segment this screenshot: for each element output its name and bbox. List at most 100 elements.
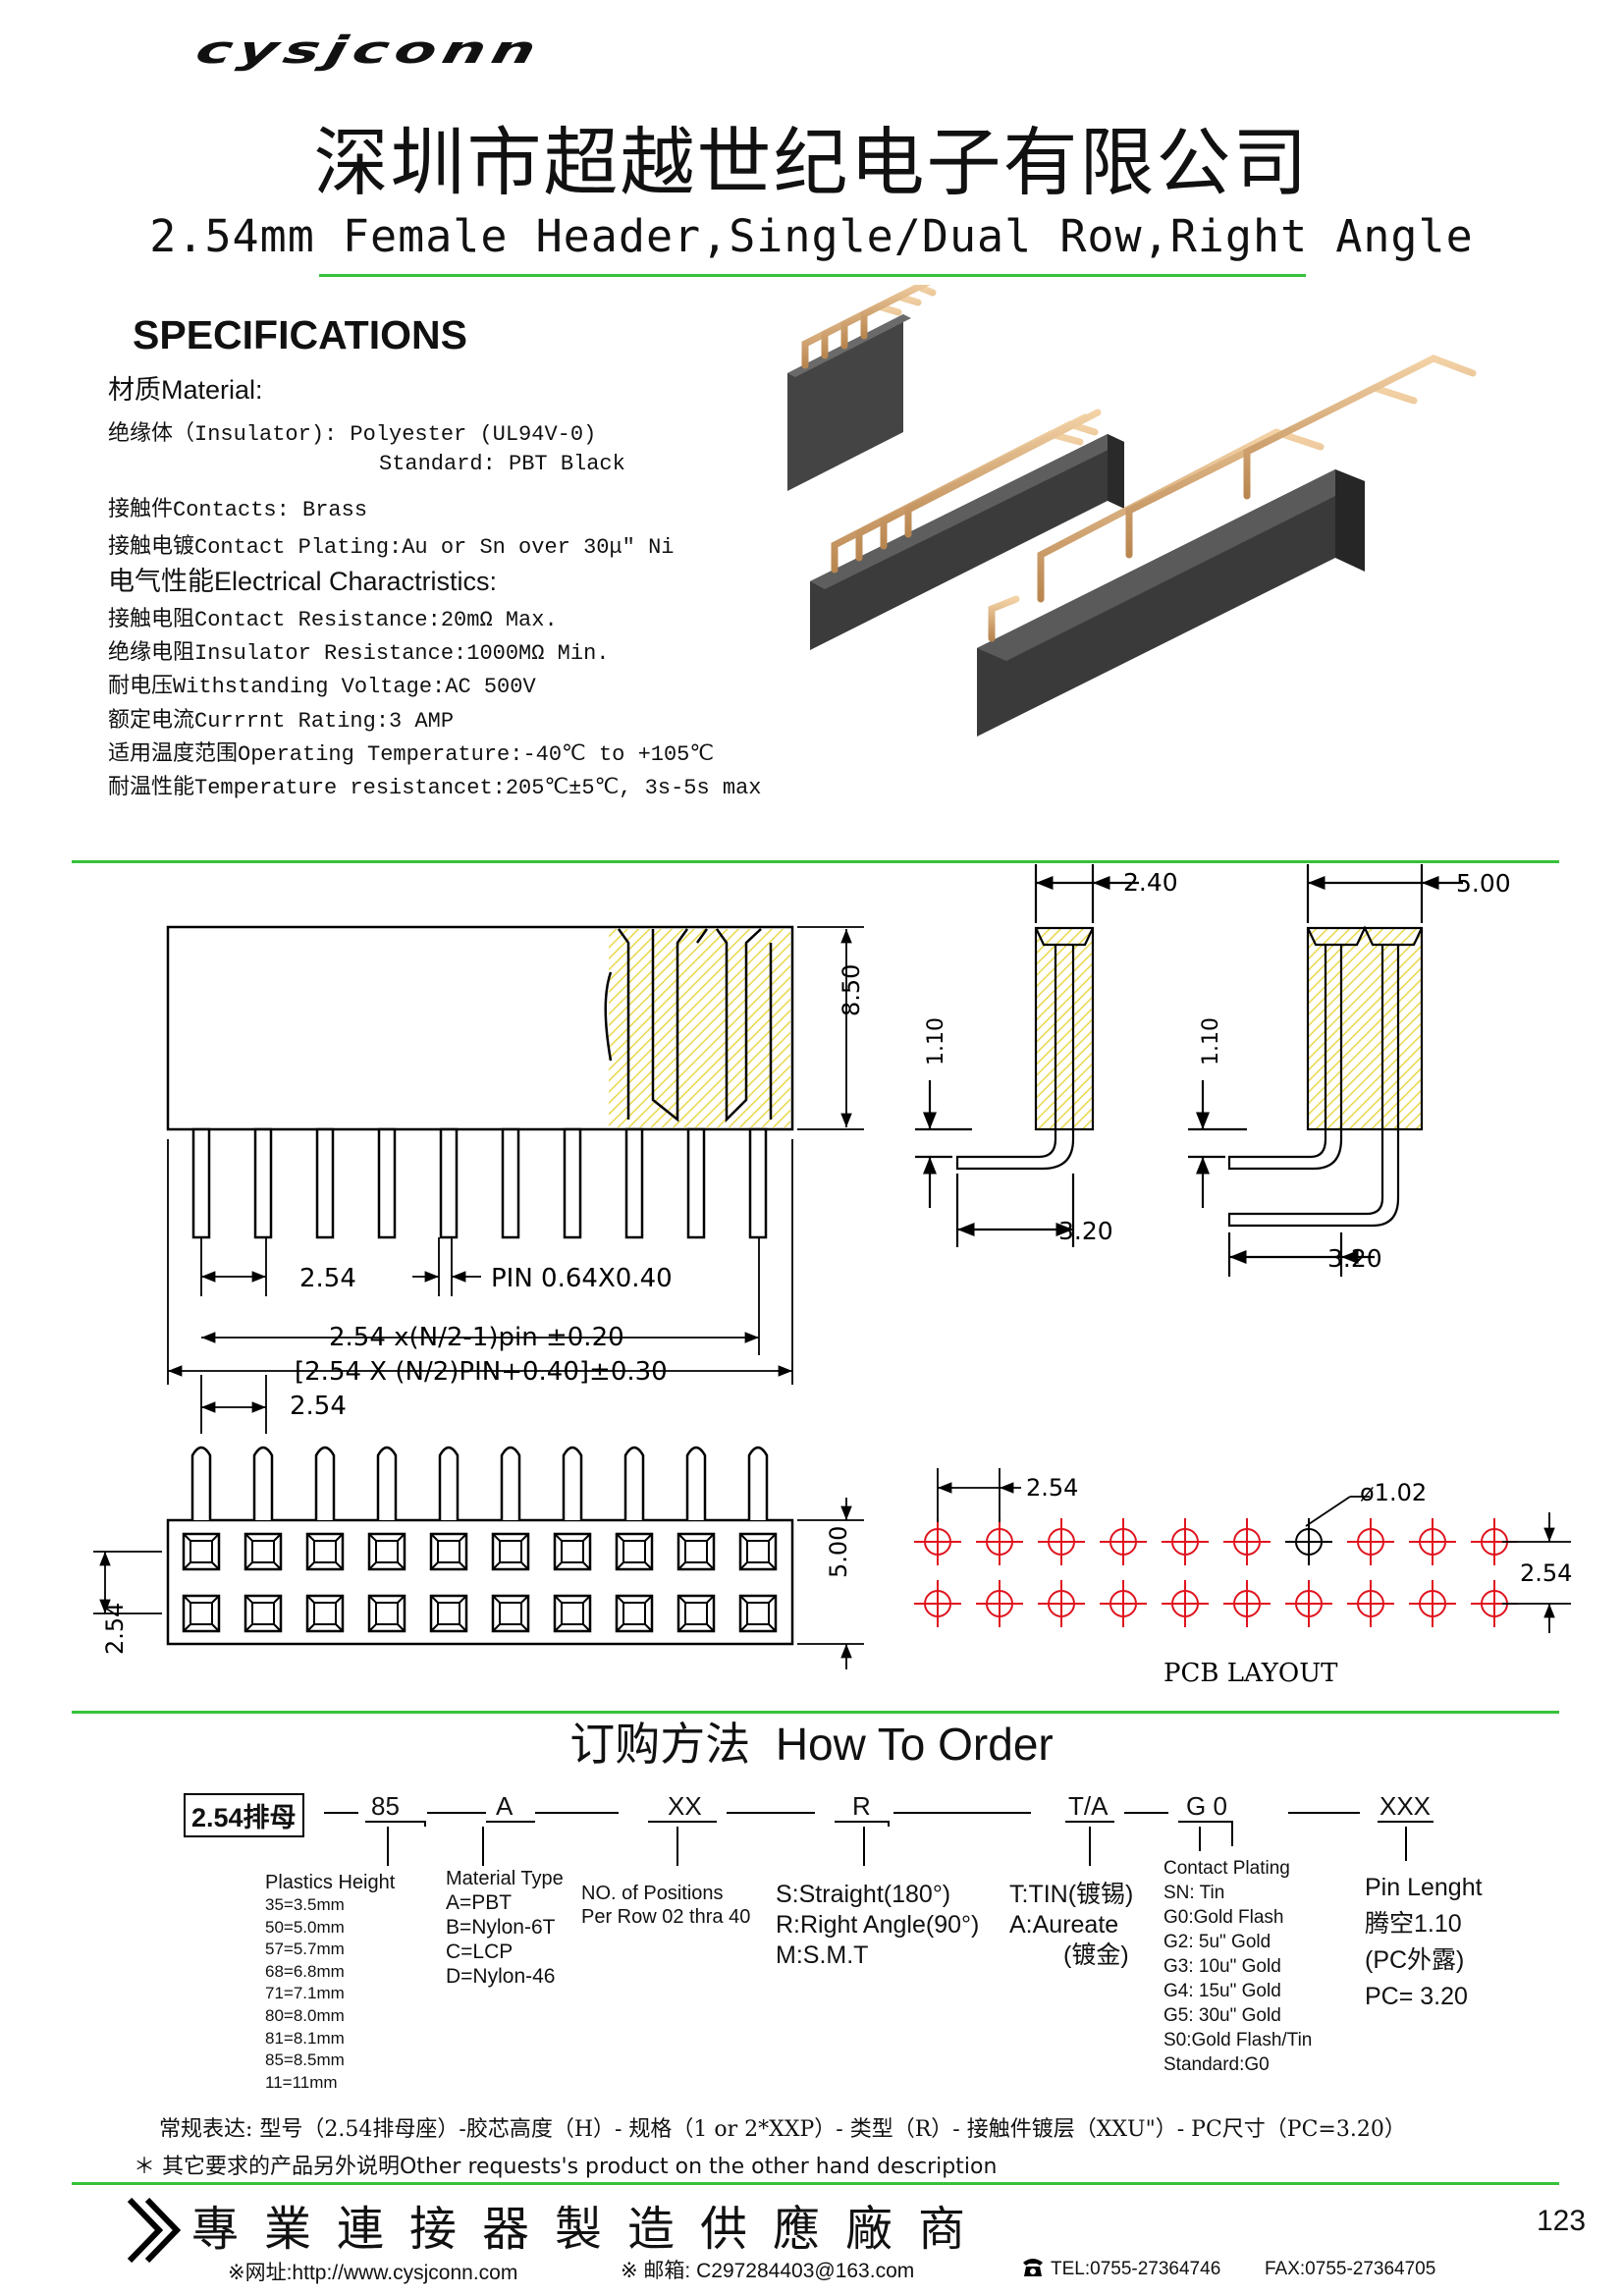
type-item: M:S.M.T [776, 1941, 869, 1969]
dim-top-pitch: 2.54 [290, 1392, 347, 1421]
plating-item: SN: Tin [1163, 1883, 1225, 1903]
socket-corner-lines [244, 1595, 282, 1632]
dim-pin: PIN 0.64X0.40 [491, 1264, 673, 1293]
footer-slogan: 專業連接器製造供應廠商 [191, 2202, 992, 2257]
pcb-crosshair [1409, 1580, 1456, 1627]
socket-inner [437, 1602, 460, 1625]
material-title: Material Type [446, 1868, 564, 1889]
tin-item: A:Aureate [1009, 1911, 1119, 1939]
pcb-crosshair [1223, 1518, 1271, 1565]
dim-offset-single: 1.10 [924, 1017, 948, 1066]
socket-inner [375, 1602, 399, 1625]
code-height: 85 [371, 1791, 400, 1821]
spec-insulator: 绝缘体（Insulator): Polyester (UL94V-0) [108, 422, 597, 447]
pin-length-options: Pin Lenght 腾空1.10 (PC外露) PC= 3.20 [1365, 1870, 1483, 2015]
pcb-crosshair [1409, 1518, 1456, 1565]
other-requests-note: ＊ 其它要求的产品另外说明Other requests's product on… [134, 2155, 998, 2179]
code-plating: G 0 [1186, 1791, 1227, 1821]
product-illustration [787, 285, 1477, 737]
spec-insulator-standard: Standard: PBT Black [379, 452, 625, 476]
socket-inner [684, 1602, 708, 1625]
top-pin [314, 1446, 336, 1520]
pcb-crosshair [914, 1518, 961, 1565]
material-label: 材质Material: [108, 375, 263, 405]
height-item: 71=7.1mm [265, 1984, 345, 2003]
telephone-icon [1023, 2259, 1043, 2276]
electrical-label: 电气性能Electrical Charactristics: [108, 567, 498, 596]
pin-item: Pin Lenght [1365, 1874, 1483, 1901]
socket-inner [251, 1540, 275, 1563]
socket-inner [746, 1540, 770, 1563]
socket-corner-lines [677, 1533, 715, 1570]
page-number: 123 [1537, 2205, 1587, 2237]
socket-corner-lines [492, 1533, 529, 1570]
pcb-hole: ø1.02 [1360, 1479, 1427, 1506]
dim-row-pitch: 2.54 [101, 1603, 129, 1655]
pin-item: 腾空1.10 [1365, 1910, 1462, 1938]
side-pin [315, 1127, 335, 1239]
code-tin: T/A [1068, 1791, 1109, 1821]
top-pin [252, 1446, 274, 1520]
top-pin [190, 1446, 212, 1520]
height-item: 81=8.1mm [265, 2028, 345, 2048]
title-underline [319, 274, 1306, 277]
socket-corner-lines [368, 1533, 406, 1570]
tin-options: T:TIN(镀锡) A:Aureate (镀金) [1009, 1880, 1133, 1971]
footer-email: ※ 邮箱: C297284403@163.com [621, 2260, 915, 2282]
socket-corner-lines [430, 1595, 467, 1632]
socket-inner [746, 1602, 770, 1625]
material-item: C=LCP [446, 1941, 514, 1963]
material-item: B=Nylon-6T [446, 1916, 556, 1939]
code-pin: XXX [1380, 1791, 1432, 1821]
tin-item: T:TIN(镀锡) [1009, 1881, 1134, 1908]
socket-corner-lines [183, 1595, 220, 1632]
side-view [166, 925, 794, 1131]
plating-item: G2: 5u" Gold [1163, 1932, 1271, 1952]
plating-item: G3: 10u" Gold [1163, 1956, 1281, 1977]
pcb-crosshair [1038, 1518, 1085, 1565]
pcb-crosshair [1223, 1580, 1271, 1627]
material-item: A=PBT [446, 1891, 513, 1914]
dual-row-profile [1188, 864, 1463, 1277]
order-heading: 订购方法 How To Order [0, 1709, 1623, 1774]
socket-inner [499, 1602, 522, 1625]
small-header-illustration [787, 285, 937, 491]
height-item: 50=5.0mm [265, 1917, 345, 1937]
socket-corner-lines [554, 1595, 591, 1632]
order-heading-cn: 订购方法 [569, 1719, 751, 1770]
plating-item: G0:Gold Flash [1163, 1907, 1284, 1928]
pcb-pitch: 2.54 [1026, 1474, 1078, 1502]
dim-tail-dual: 3.20 [1327, 1244, 1382, 1273]
pcb-crosshair [1347, 1580, 1394, 1627]
company-logo: cysjconn [191, 27, 546, 73]
plating-item: G5: 30u" Gold [1163, 2005, 1281, 2026]
side-pin [501, 1127, 520, 1239]
plating-item: Standard:G0 [1163, 2054, 1270, 2075]
socket-corner-lines [244, 1533, 282, 1570]
socket-inner [561, 1602, 584, 1625]
code-type: R [852, 1791, 871, 1821]
section-divider-3 [72, 2182, 1559, 2185]
product-title: 2.54mm Female Header,Single/Dual Row,Rig… [149, 210, 1474, 262]
height-options: Plastics Height 35=3.5mm 50=5.0mm 57=5.7… [265, 1872, 395, 2094]
dim-side-height: 8.50 [838, 964, 865, 1016]
height-item: 11=11mm [265, 2072, 338, 2092]
position-options: NO. of Positions Per Row 02 thra 40 [581, 1882, 750, 1929]
material-item: D=Nylon-46 [446, 1965, 556, 1988]
socket-inner [499, 1540, 522, 1563]
plating-item: G4: 15u" Gold [1163, 1981, 1281, 2001]
footer-fax: FAX:0755-27364705 [1265, 2259, 1436, 2279]
positions-range: Per Row 02 thra 40 [581, 1906, 751, 1928]
dim-row-height: 5.00 [825, 1526, 852, 1578]
pcb-layout [914, 1518, 1518, 1627]
top-pin [562, 1446, 583, 1520]
pcb-crosshair [1162, 1580, 1209, 1627]
socket-inner [189, 1602, 213, 1625]
footer-tel: TEL:0755-27364746 [1051, 2259, 1221, 2279]
dim-width-single: 2.40 [1123, 868, 1178, 897]
section-divider-2 [72, 1711, 1559, 1714]
plating-title: Contact Plating [1163, 1858, 1290, 1879]
socket-corner-lines [306, 1595, 344, 1632]
part-number-box: 2.54排母 [184, 1793, 304, 1837]
dim-formula-1: 2.54 x(N/2-1)pin ±0.20 [329, 1323, 624, 1352]
